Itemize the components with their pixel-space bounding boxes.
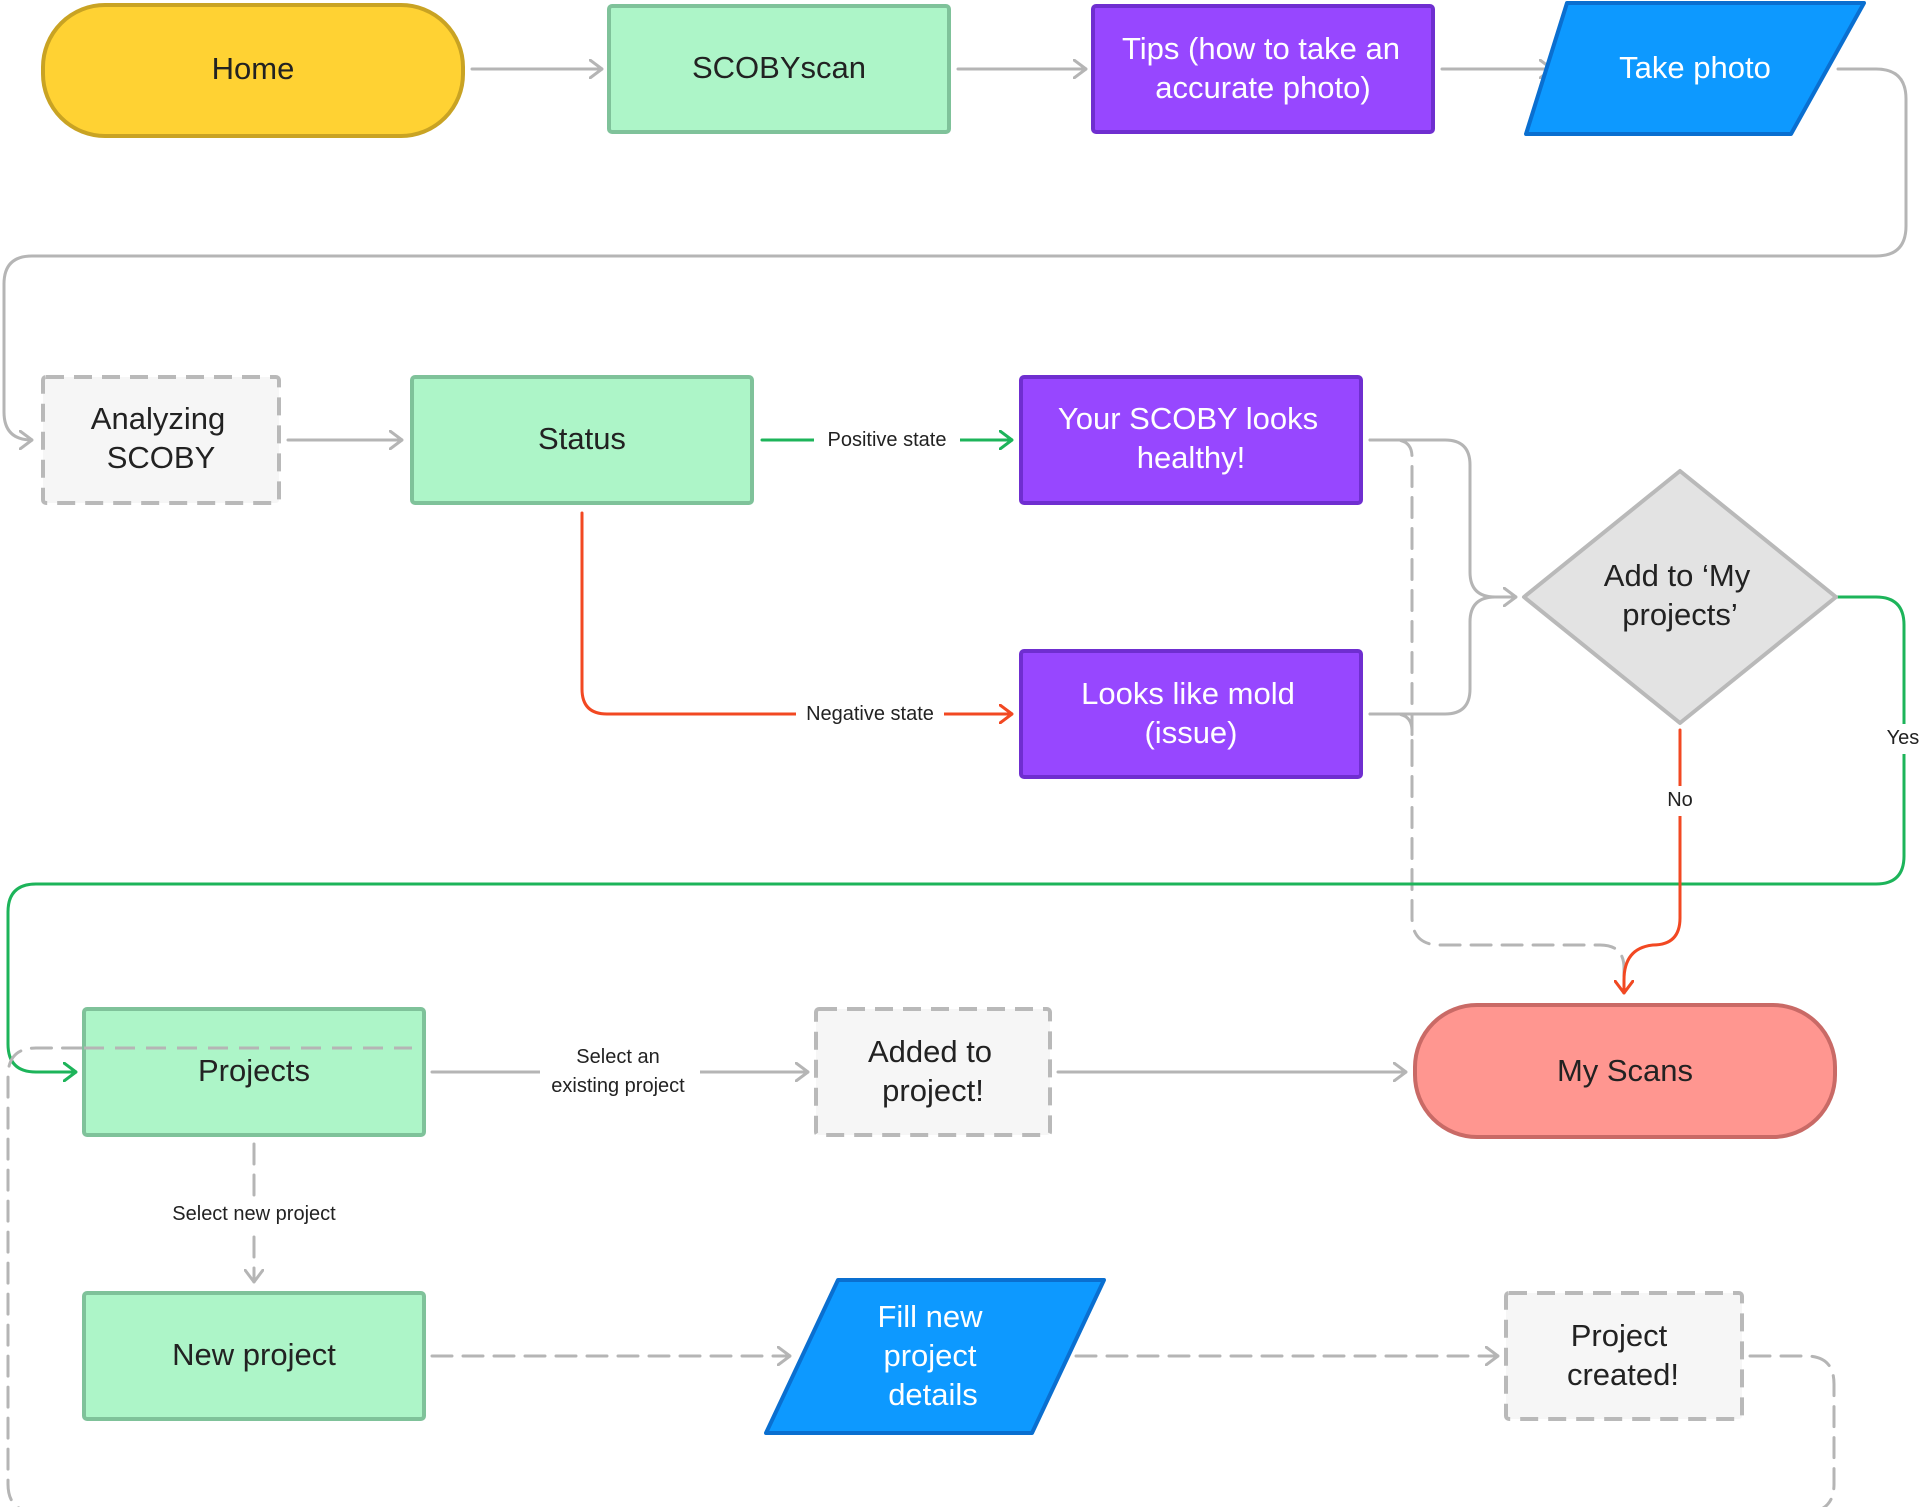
node-project-created[interactable]: Project created! (1504, 1291, 1744, 1421)
svg-text:SCOBYscan: SCOBYscan (692, 50, 866, 85)
svg-text:Tips (how to take an: Tips (how to take an (1122, 31, 1400, 66)
edge-take-photo-to-analyzing (2, 67, 1908, 440)
node-take-photo-label: Take photo (1619, 50, 1771, 85)
node-add-to-projects-label-2: projects’ (1622, 597, 1737, 632)
edge-label-yes: Yes (1887, 727, 1920, 749)
node-scobyscan[interactable]: SCOBYscan (607, 4, 951, 134)
node-created-label-1: Project (1571, 1318, 1668, 1353)
node-my-scans[interactable]: My Scans (1413, 1003, 1837, 1139)
svg-text:accurate photo): accurate photo) (1155, 70, 1370, 105)
node-home[interactable]: Home (41, 3, 465, 138)
edge-label-positive: Positive state (828, 429, 947, 451)
svg-text:SCOBY: SCOBY (107, 440, 216, 475)
node-healthy-label-2: healthy! (1137, 440, 1246, 475)
node-my-scans-label: My Scans (1557, 1053, 1693, 1088)
node-new-project-label: New project (172, 1337, 336, 1372)
node-healthy[interactable]: Your SCOBY looks healthy! (1019, 375, 1363, 505)
edge-results-to-my-scans-dashed (1368, 438, 1624, 995)
edge-labels: Positive state Negative state Yes No Sel… (160, 426, 1920, 1230)
nodes: Home SCOBYscan Tips (how to take an accu… (41, 1, 1866, 1435)
node-tips-label-2: accurate photo) (1155, 70, 1370, 105)
edge-decision-no (1624, 728, 1682, 995)
node-analyzing[interactable]: Analyzing SCOBY (41, 375, 281, 505)
node-projects[interactable]: Projects (82, 1007, 426, 1137)
node-healthy-label-1: Your SCOBY looks (1058, 401, 1318, 436)
svg-text:New project: New project (172, 1337, 336, 1372)
svg-text:project: project (883, 1338, 976, 1373)
svg-text:Looks like mold: Looks like mold (1081, 676, 1295, 711)
svg-text:projects’: projects’ (1622, 597, 1737, 632)
node-fill-label-2: project (883, 1338, 976, 1373)
svg-text:Take photo: Take photo (1619, 50, 1771, 85)
node-fill-label-1: Fill new (877, 1299, 983, 1334)
node-scobyscan-label: SCOBYscan (692, 50, 866, 85)
node-projects-label: Projects (198, 1053, 310, 1088)
edge-mold-to-decision (1368, 595, 1497, 716)
node-add-to-projects-decision[interactable]: Add to ‘My projects’ (1522, 469, 1838, 725)
node-status[interactable]: Status (410, 375, 754, 505)
svg-text:project!: project! (882, 1073, 984, 1108)
node-mold-label-1: Looks like mold (1081, 676, 1295, 711)
svg-text:Home: Home (212, 51, 295, 86)
node-fill-label-3: details (888, 1377, 978, 1412)
svg-text:healthy!: healthy! (1137, 440, 1246, 475)
node-added-to-project[interactable]: Added to project! (814, 1007, 1052, 1137)
edge-label-select-existing: Select an (576, 1046, 659, 1068)
node-add-to-projects-label-1: Add to ‘My (1604, 558, 1751, 593)
node-tips-label-1: Tips (how to take an (1122, 31, 1400, 66)
node-created-label-2: created! (1567, 1357, 1679, 1392)
node-take-photo[interactable]: Take photo (1524, 1, 1866, 136)
svg-text:details: details (888, 1377, 978, 1412)
svg-text:Analyzing: Analyzing (91, 401, 225, 436)
node-fill-details[interactable]: Fill new project details (764, 1278, 1106, 1435)
svg-text:Project: Project (1571, 1318, 1668, 1353)
node-analyzing-label-1: Analyzing (91, 401, 225, 436)
edge-label-select-new: Select new project (172, 1203, 336, 1225)
node-new-project[interactable]: New project (82, 1291, 426, 1421)
node-added-label-2: project! (882, 1073, 984, 1108)
node-added-label-1: Added to (868, 1034, 992, 1069)
svg-text:(issue): (issue) (1144, 715, 1237, 750)
edge-label-negative: Negative state (806, 703, 934, 725)
node-mold[interactable]: Looks like mold (issue) (1019, 649, 1363, 779)
edge-results-to-my-scans-dashed-2 (1368, 712, 1414, 762)
node-analyzing-label-2: SCOBY (107, 440, 216, 475)
edge-label-no: No (1667, 789, 1693, 811)
node-status-label: Status (538, 421, 626, 456)
svg-text:Added to: Added to (868, 1034, 992, 1069)
svg-text:created!: created! (1567, 1357, 1679, 1392)
svg-text:Fill new: Fill new (877, 1299, 983, 1334)
node-tips[interactable]: Tips (how to take an accurate photo) (1091, 4, 1435, 134)
edge-created-loop-to-projects (6, 1046, 1836, 1507)
node-mold-label-2: (issue) (1144, 715, 1237, 750)
svg-text:Add to ‘My: Add to ‘My (1604, 558, 1751, 593)
edge-status-to-mold (580, 511, 1014, 714)
edge-healthy-to-decision (1368, 438, 1518, 597)
svg-text:Projects: Projects (198, 1053, 310, 1088)
edge-label-select-existing-2: existing project (551, 1075, 685, 1097)
node-home-label: Home (212, 51, 295, 86)
svg-text:My Scans: My Scans (1557, 1053, 1693, 1088)
svg-text:Status: Status (538, 421, 626, 456)
svg-text:Your SCOBY looks: Your SCOBY looks (1058, 401, 1318, 436)
